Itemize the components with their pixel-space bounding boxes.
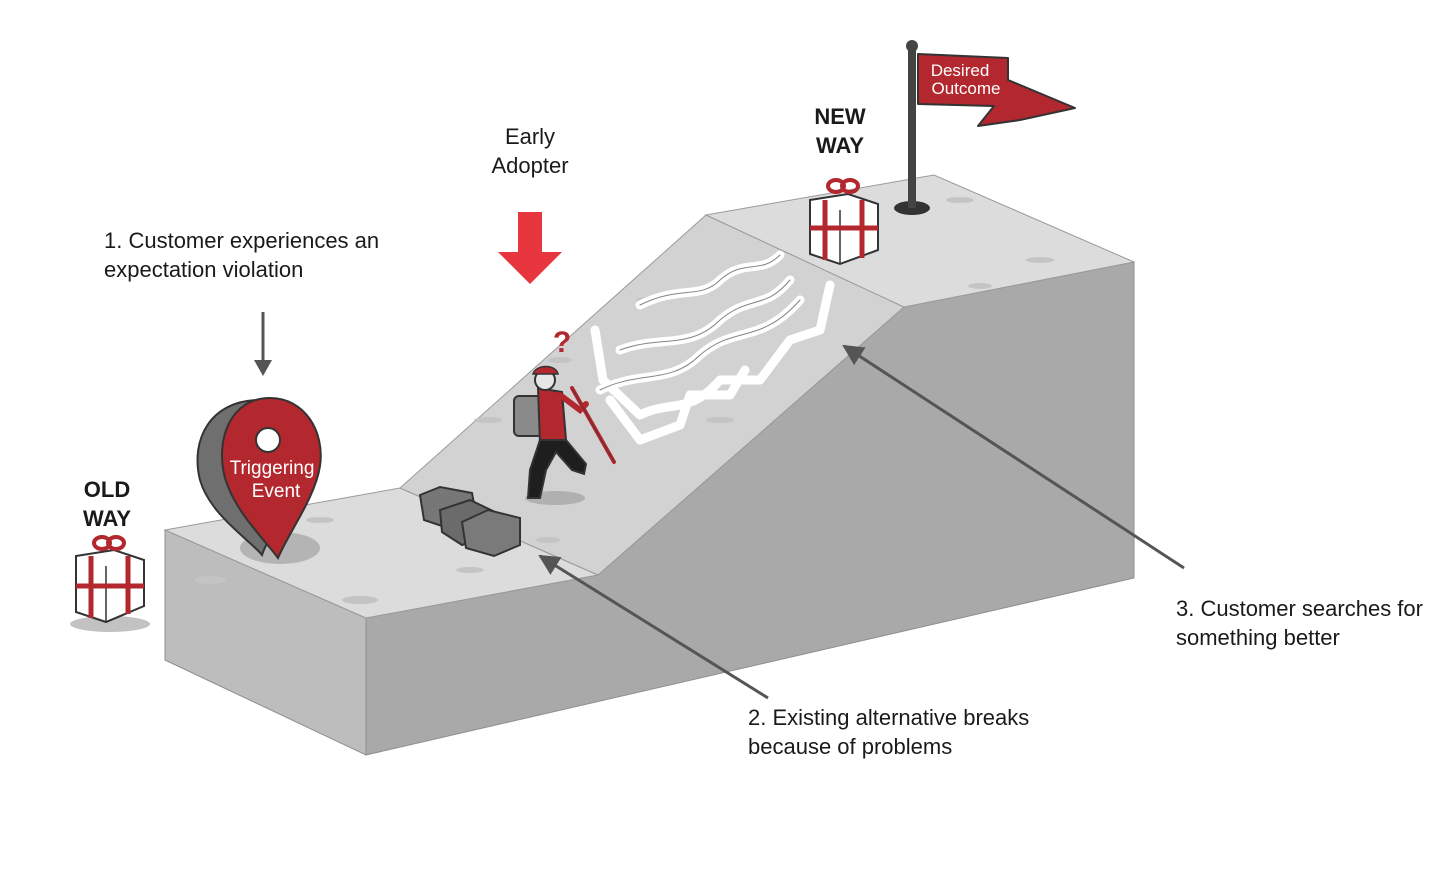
pin-label-line2: Event (252, 481, 301, 502)
flag-label-line2: Outcome (932, 79, 1001, 98)
step1-label-line1: 1. Customer experiences an (104, 228, 379, 253)
step2-pointer-line (538, 554, 769, 700)
step3-label-line2: something better (1176, 625, 1340, 650)
map-pin-icon: Triggering Event (196, 396, 322, 564)
step2-label-line1: 2. Existing alternative breaks (748, 705, 1029, 730)
rocks-icon (418, 485, 521, 558)
step3-pointer-line (842, 344, 1185, 570)
step1-pointer-arrow (254, 312, 272, 376)
step2-label-line2: because of problems (748, 734, 952, 759)
old-way-label-line2: WAY (83, 506, 131, 531)
old-way-label-line1: OLD (84, 477, 130, 502)
gift-box-icon-new-way (809, 178, 879, 266)
hiker-icon (513, 365, 616, 505)
new-way-label-line1: NEW (814, 104, 866, 129)
step1-label-line2: expectation violation (104, 257, 303, 282)
flag-label-line1: Desired (931, 61, 990, 80)
maze-outlines (599, 254, 801, 391)
step3-label-line1: 3. Customer searches for (1176, 596, 1423, 621)
early-adopter-label-line1: Early (505, 124, 555, 149)
flag-icon: Desired Outcome (894, 40, 1076, 215)
early-adopter-label-line2: Adopter (491, 153, 568, 178)
new-way-label-line2: WAY (816, 133, 864, 158)
early-adopter-arrow (498, 212, 562, 284)
gift-box-icon-old-way (70, 535, 150, 632)
pin-label-line1: Triggering (230, 458, 315, 479)
question-mark-icon: ? (553, 326, 571, 359)
pin-hole (255, 427, 281, 453)
